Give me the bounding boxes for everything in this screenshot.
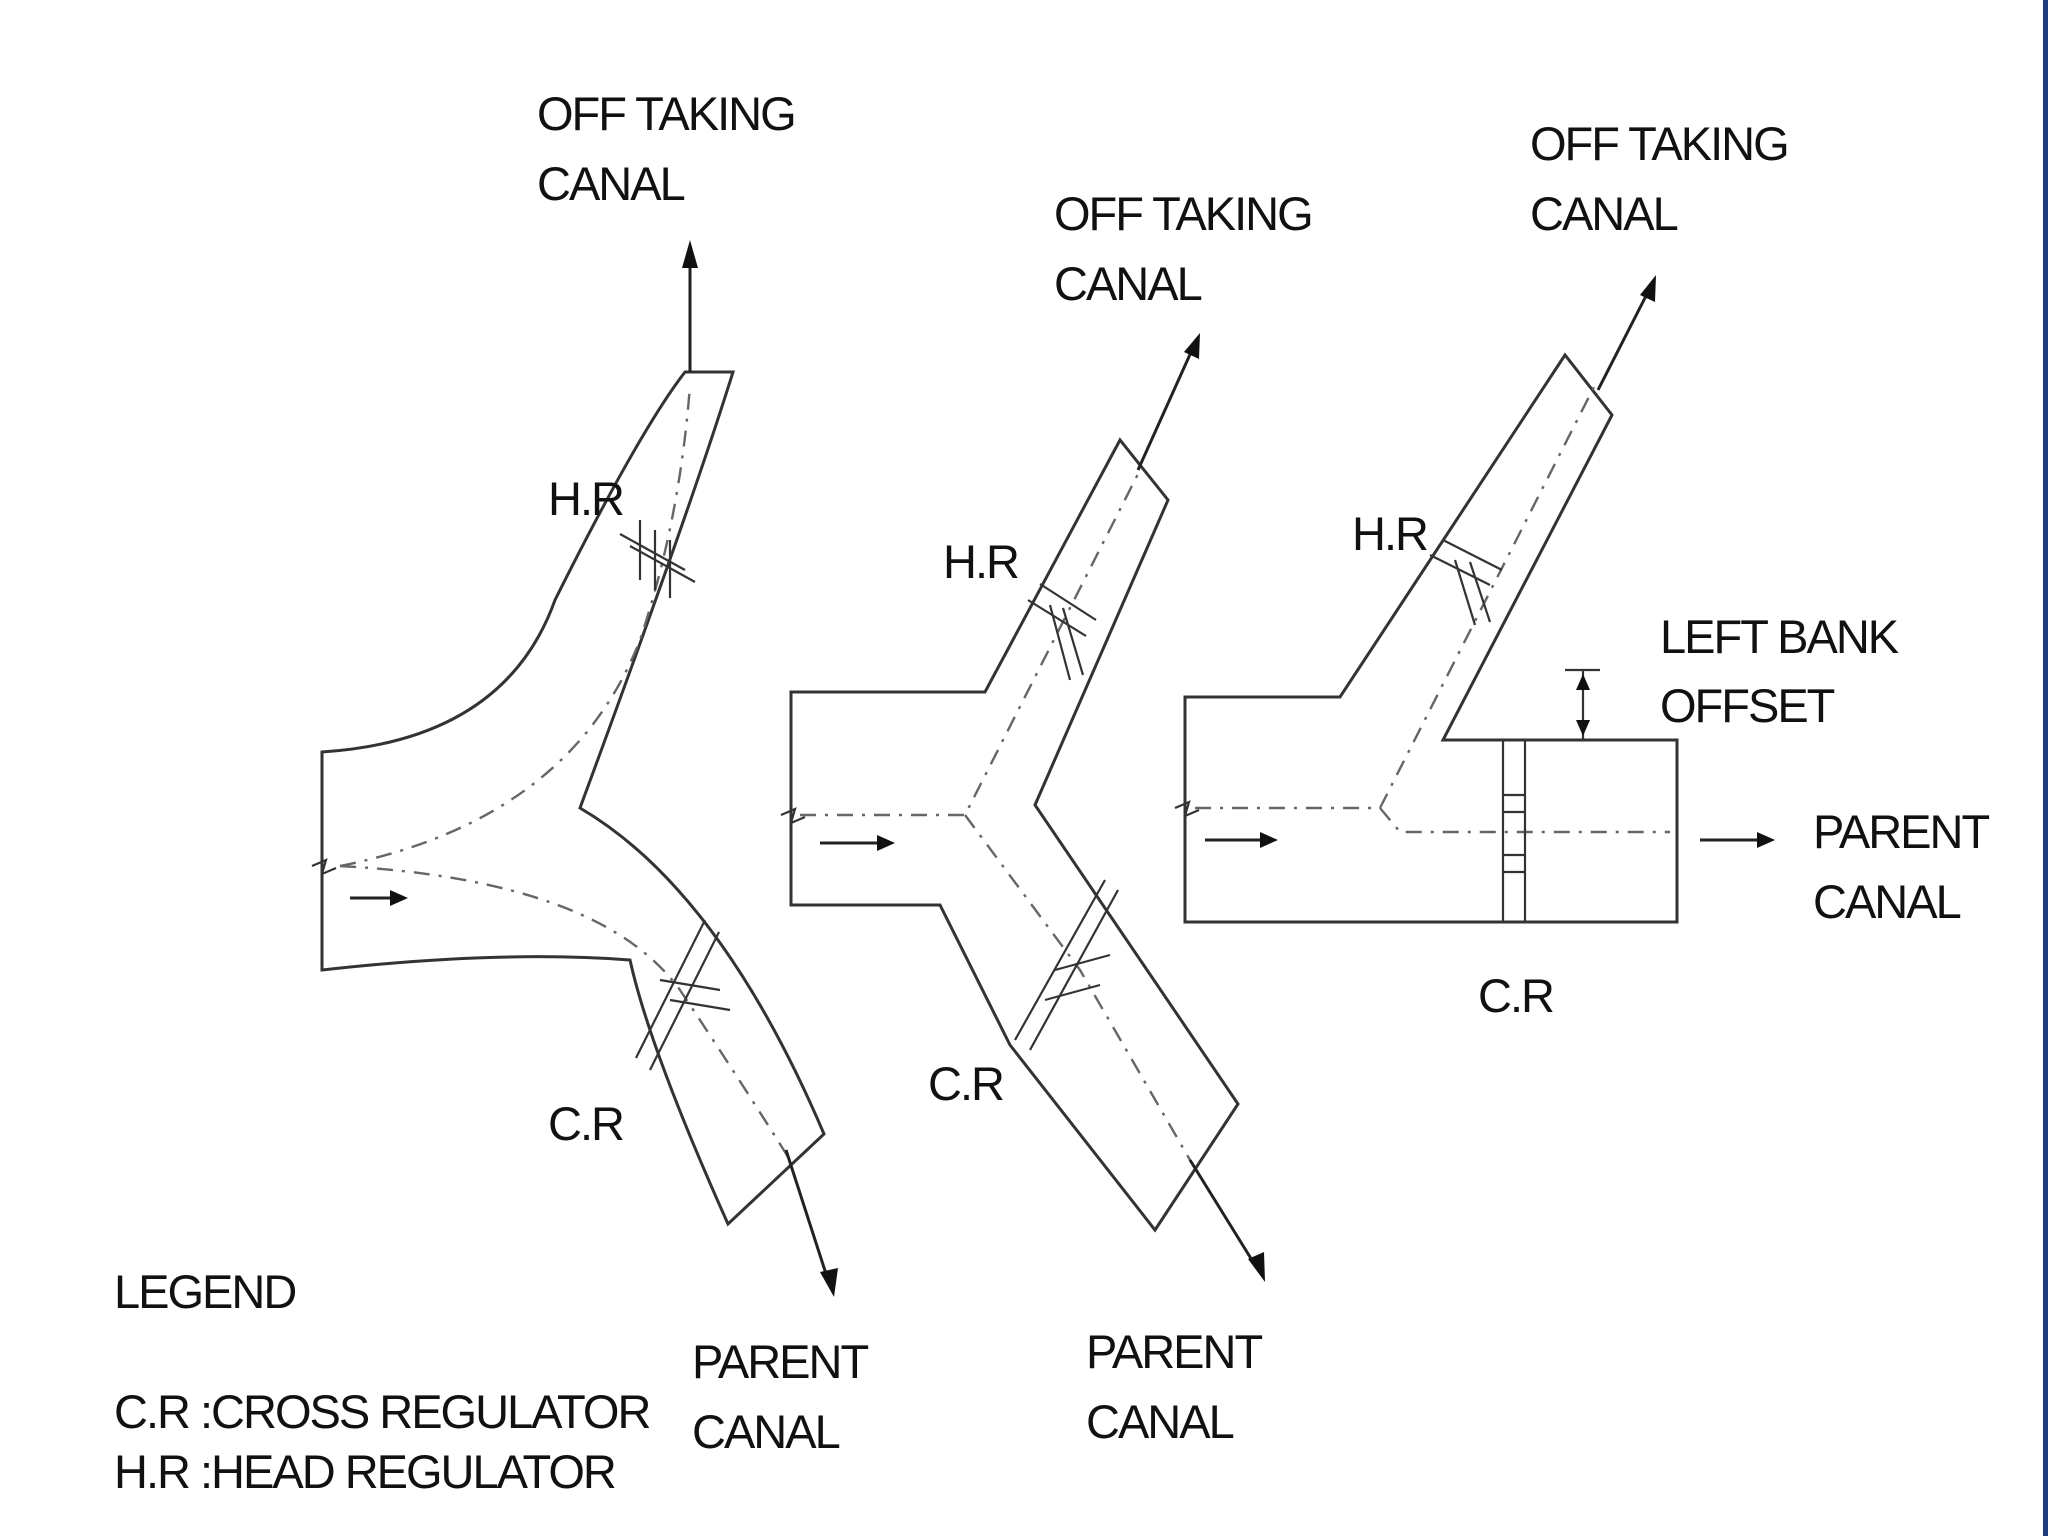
panel-2-cross-regulator [1014, 879, 1119, 1051]
panel-2-hr-label: H.R [943, 535, 1018, 588]
panel-2-offtake-arrow [1136, 349, 1194, 471]
panel-2-parent-arrow [1188, 1159, 1257, 1266]
panel-1-outline [320, 370, 826, 1227]
panel-1-offtake-label-line1: OFF TAKING [537, 87, 795, 140]
panel-2-parent-label-line2: CANAL [1086, 1395, 1234, 1448]
panel-2-offtake-label-line1: OFF TAKING [1054, 187, 1312, 240]
panel-3-break-mark [1174, 800, 1200, 818]
panel-3-offset-label-line1: LEFT BANK [1660, 610, 1899, 663]
panel-1-head-regulator [619, 520, 696, 598]
panel-2-head-regulator [1027, 583, 1097, 681]
panel-1-curved-junction [311, 240, 838, 1297]
panel-2-parent-centerline [964, 814, 1192, 1161]
panel-3-parent-label-line1: PARENT [1813, 805, 1989, 858]
panel-1-cross-regulator [635, 919, 731, 1071]
labels: OFF TAKING CANAL H.R C.R PARENT CANAL OF… [114, 87, 1991, 1498]
panel-3-offset-junction [1174, 275, 1775, 924]
panel-3-offset-label-line2: OFFSET [1660, 679, 1835, 732]
panel-3-cross-regulator [1501, 740, 1527, 922]
panel-2-offtake-label-line2: CANAL [1054, 257, 1202, 310]
panel-3-hr-label: H.R [1352, 507, 1427, 560]
panel-1-cr-label: C.R [548, 1097, 623, 1150]
panel-1-parent-label-line1: PARENT [692, 1335, 868, 1388]
panel-1-parent-arrow [784, 1149, 830, 1281]
panel-3-outline [1183, 352, 1679, 924]
panel-1-break-mark [311, 858, 337, 876]
panel-1-hr-label: H.R [548, 472, 623, 525]
panel-3-head-regulator [1429, 539, 1503, 626]
panel-3-offtake-centerline [1195, 384, 1597, 810]
panel-1-offtake-centerline [339, 384, 692, 868]
panel-1-parent-label-line2: CANAL [692, 1405, 840, 1458]
panel-2-cr-label: C.R [928, 1057, 1003, 1110]
panel-3-parent-label-line2: CANAL [1813, 875, 1961, 928]
panel-1-offtake-label-line2: CANAL [537, 157, 685, 210]
panel-3-offtake-arrow [1596, 291, 1650, 391]
panel-3-offtake-label-line1: OFF TAKING [1530, 117, 1788, 170]
panel-3-offtake-label-line2: CANAL [1530, 187, 1678, 240]
right-edge-bar [2043, 0, 2048, 1536]
legend-entry-cross-regulator: C.R :CROSS REGULATOR [114, 1385, 649, 1438]
panel-3-offset-dimension [1565, 668, 1600, 740]
legend-entry-head-regulator: H.R :HEAD REGULATOR [114, 1445, 615, 1498]
panel-2-outline [789, 437, 1240, 1233]
panel-2-parent-label-line1: PARENT [1086, 1325, 1262, 1378]
panel-2-angled-junction [780, 333, 1265, 1282]
panel-3-parent-centerline [1379, 807, 1670, 834]
panel-2-break-mark [780, 807, 806, 825]
legend-title: LEGEND [114, 1265, 295, 1318]
panel-3-cr-label: C.R [1478, 969, 1553, 1022]
panel-2-offtake-centerline [800, 469, 1142, 817]
